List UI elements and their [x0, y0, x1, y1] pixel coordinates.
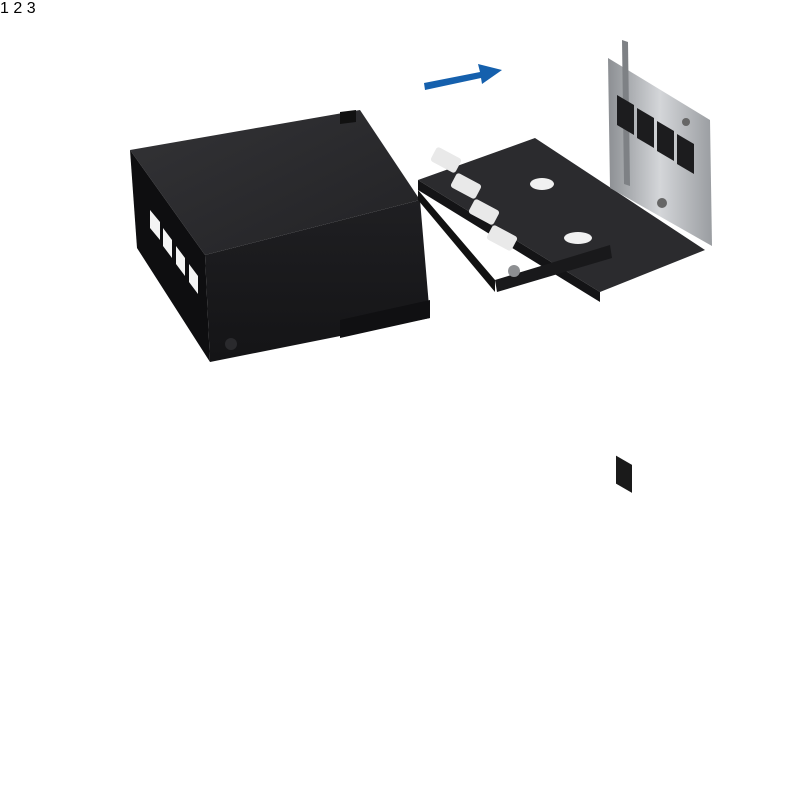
step-badges: 1 2 3 — [0, 0, 36, 17]
enclosure-cover — [130, 110, 430, 362]
enclosure-base-tray — [418, 40, 712, 493]
step-badge-2: 2 — [13, 0, 26, 17]
step-badge-2-label: 2 — [13, 0, 23, 17]
step-badge-1: 1 — [0, 0, 13, 17]
keystone-slot — [430, 147, 518, 251]
arrow-right-icon — [424, 64, 502, 90]
step-badge-3: 3 — [27, 0, 36, 17]
step-badge-1-label: 1 — [0, 0, 9, 17]
step-1-scene — [130, 40, 712, 493]
step-badge-3-label: 3 — [26, 0, 36, 17]
keystone-bracket — [608, 40, 712, 493]
